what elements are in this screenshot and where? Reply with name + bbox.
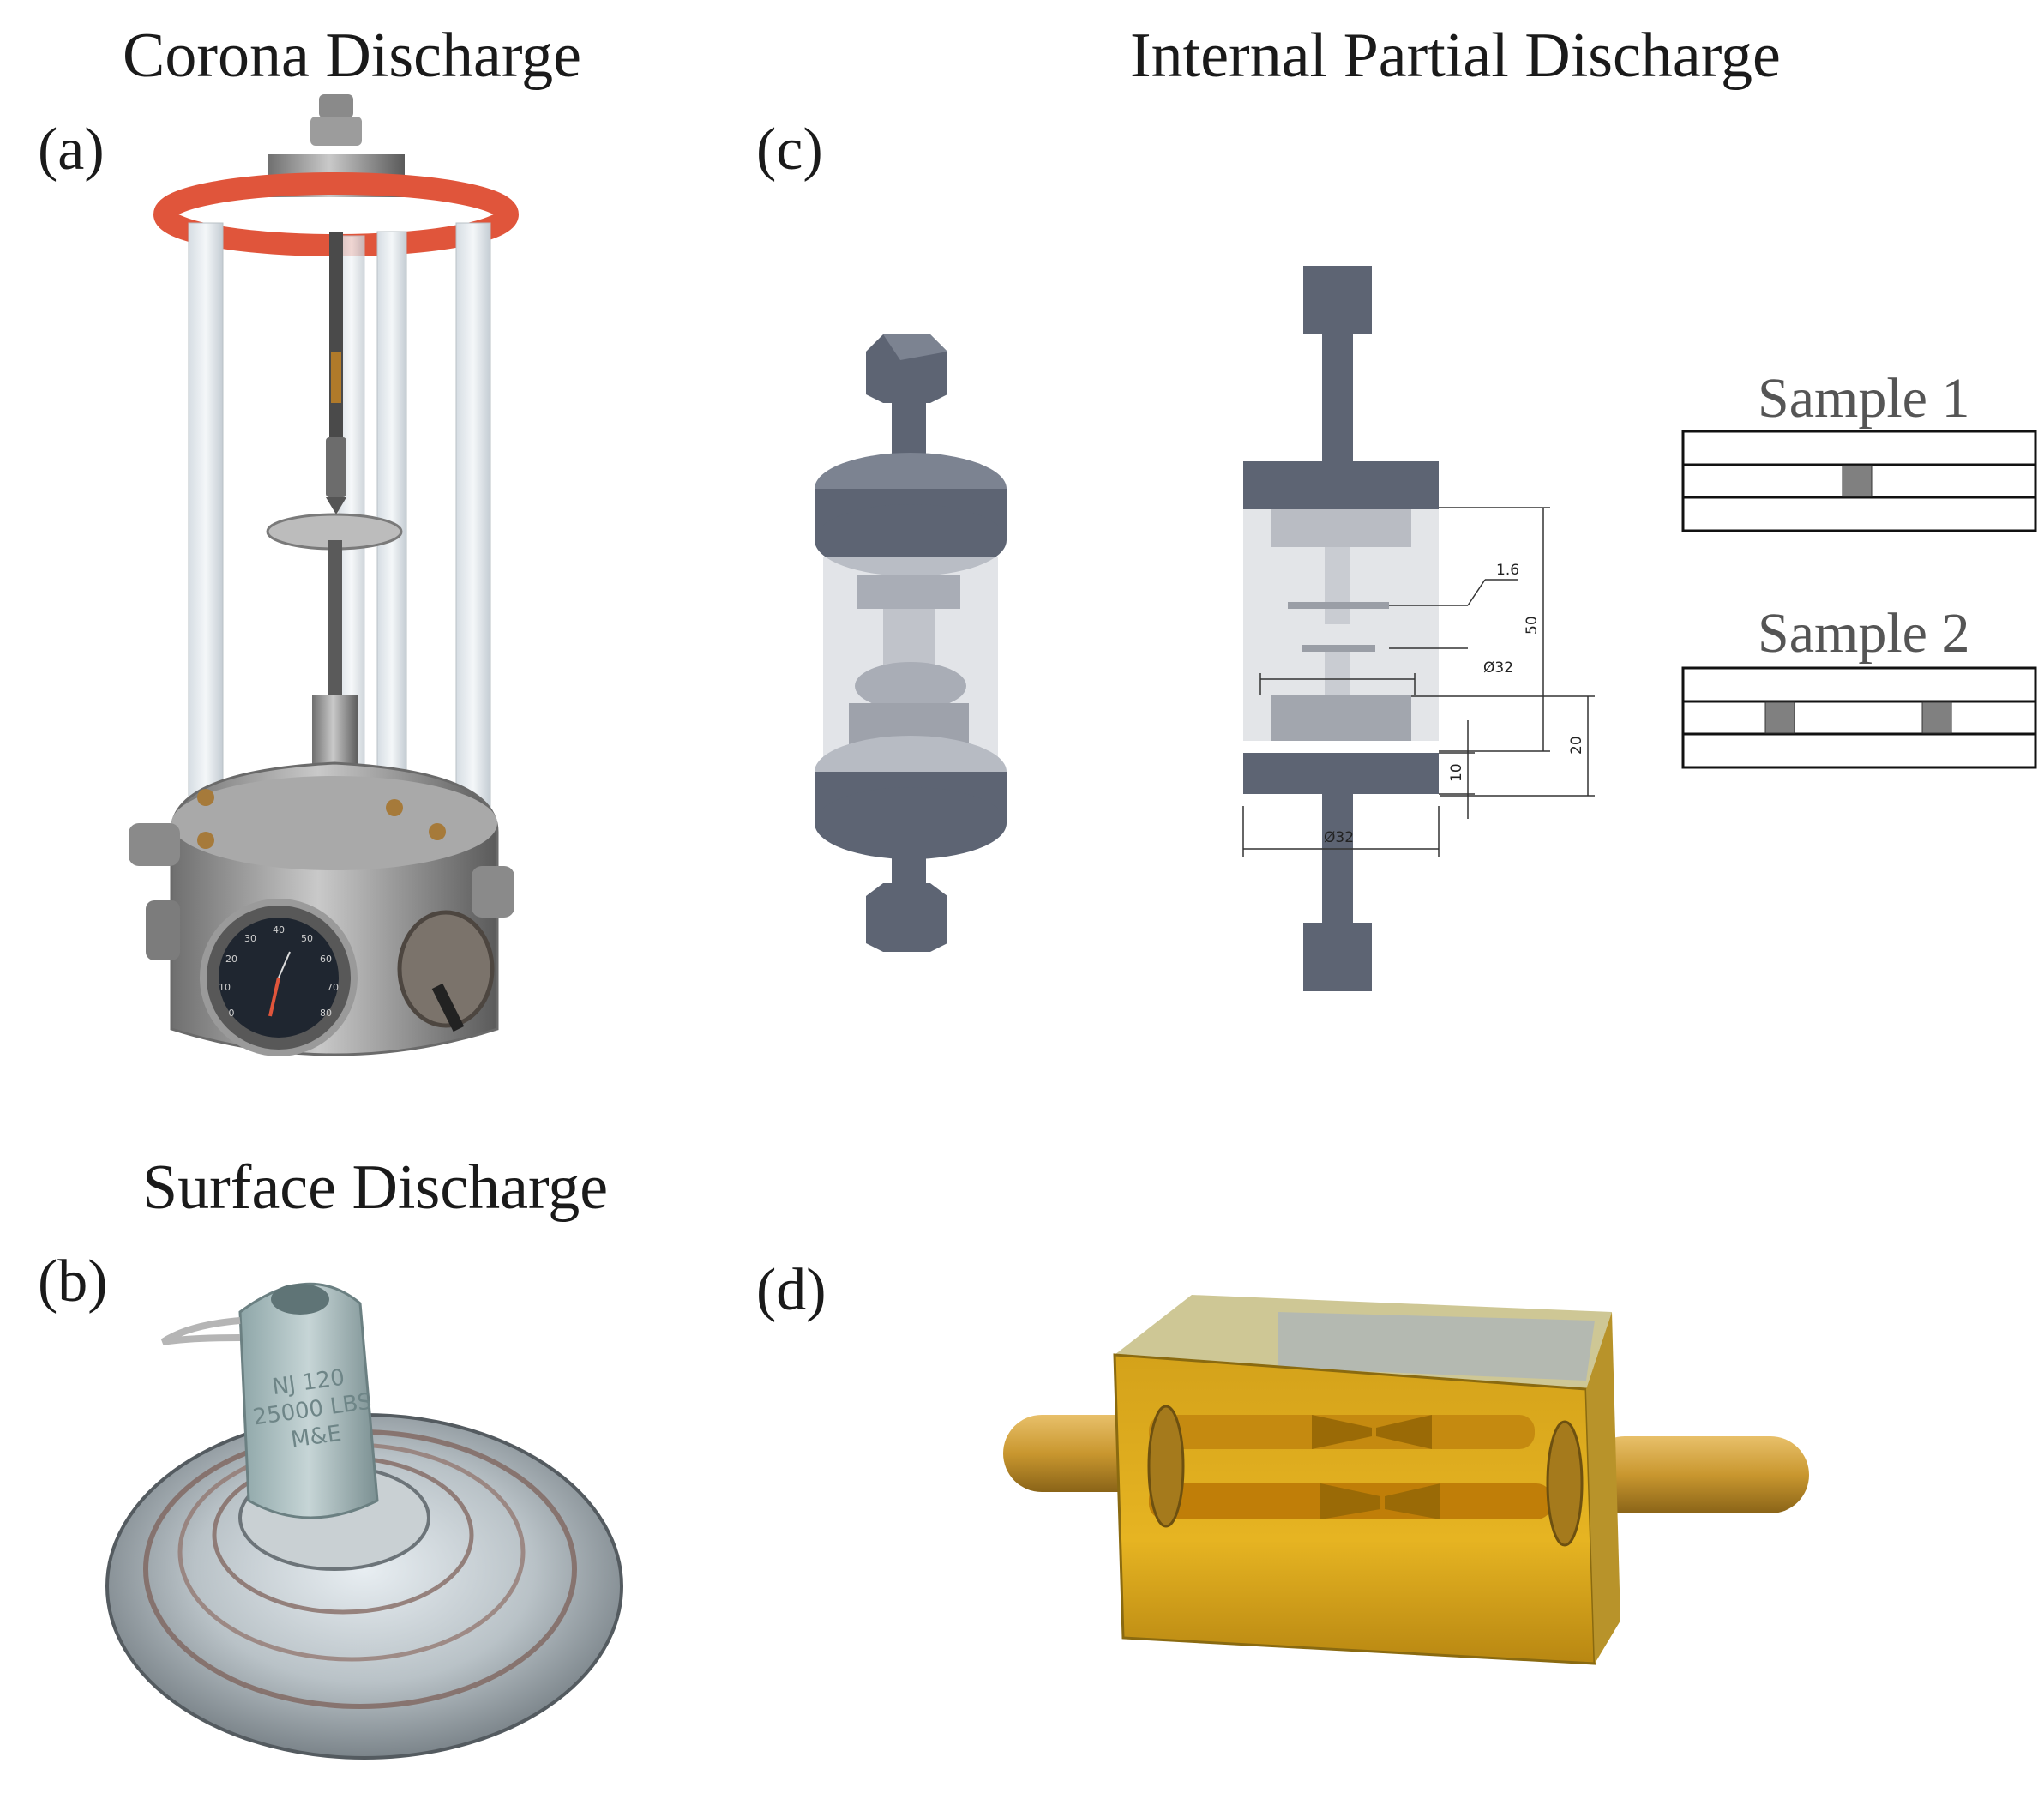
- gauge-tick: 30: [244, 933, 256, 944]
- sample-2-diagram: [1681, 666, 2037, 769]
- gauge-tick: 40: [273, 924, 285, 936]
- sample-1-label: Sample 1: [1758, 367, 1970, 430]
- dim-electrode-height: 20: [1568, 736, 1585, 755]
- cad-section-drawing: 1.6 50 Ø32 20 10 Ø32: [1242, 266, 1595, 991]
- dim-height-total: 50: [1524, 616, 1541, 635]
- surface-discharge-title: Surface Discharge: [142, 1152, 609, 1223]
- gauge-tick: 10: [219, 982, 231, 993]
- dim-inner-diameter: Ø32: [1483, 659, 1513, 677]
- dim-plate-thickness: 10: [1448, 763, 1465, 782]
- oil-test-cell-image: [1003, 1295, 1809, 1665]
- sample-1-diagram: [1681, 430, 2037, 532]
- panel-label-a: (a): [38, 117, 105, 183]
- panel-label-b: (b): [38, 1248, 108, 1315]
- sample-2-label: Sample 2: [1758, 602, 1970, 665]
- gauge-tick: 70: [327, 982, 339, 993]
- gauge-tick: 50: [301, 933, 313, 944]
- corona-apparatus-image: 0 10 20 30 40 50 60 70 80: [129, 94, 519, 1056]
- gauge-tick: 20: [225, 954, 237, 965]
- internal-discharge-title: Internal Partial Discharge: [1130, 21, 1781, 91]
- cad-isometric-view: [815, 334, 1007, 952]
- panel-label-c: (c): [756, 117, 823, 183]
- gauge-tick: 80: [320, 1008, 332, 1019]
- dim-outer-diameter: Ø32: [1324, 829, 1354, 846]
- gauge-tick: 60: [320, 954, 332, 965]
- void-defect: [1842, 465, 1873, 497]
- panel-label-d: (d): [756, 1257, 827, 1323]
- void-defect: [1921, 701, 1952, 734]
- insulator-image: NJ 120 25000 LBS M&E: [105, 1282, 623, 1760]
- dim-gap: 1.6: [1496, 562, 1519, 579]
- gauge-tick: 0: [229, 1008, 235, 1019]
- gauge-dial: 0 10 20 30 40 50 60 70 80: [219, 924, 339, 1019]
- void-defect: [1764, 701, 1795, 734]
- corona-discharge-title: Corona Discharge: [123, 21, 581, 91]
